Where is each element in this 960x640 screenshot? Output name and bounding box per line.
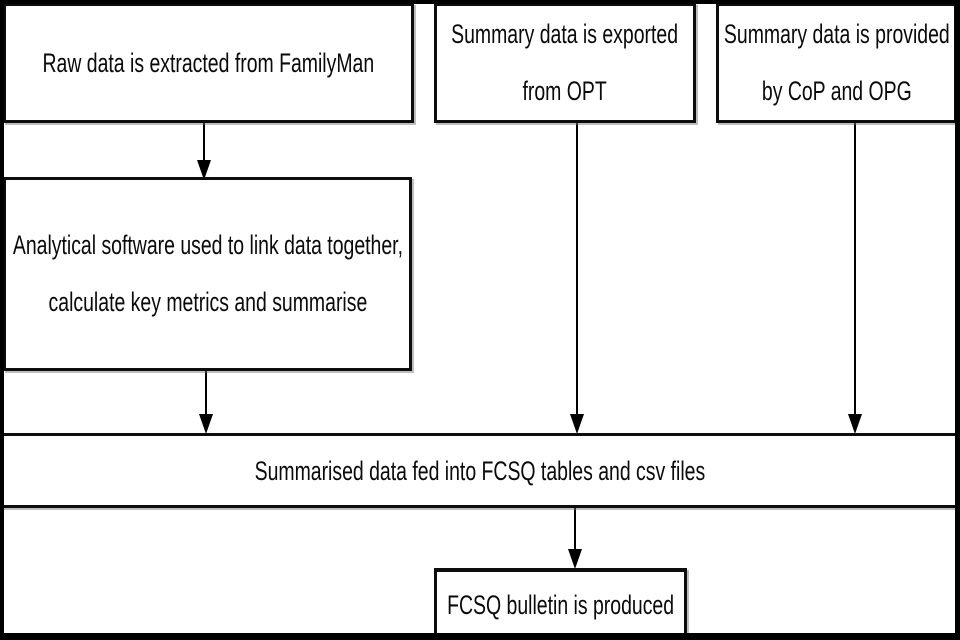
node-label-line: by CoP and OPG	[761, 76, 912, 106]
arrowhead-tables-to-bulletin	[568, 549, 582, 569]
node-label-line: calculate key metrics and summarise	[48, 287, 367, 317]
arrowhead-opt-to-tables	[570, 414, 584, 434]
node-label: Analytical software used to link data to…	[12, 217, 402, 331]
node-summary-data-opt: Summary data is exported from OPT	[434, 3, 696, 123]
node-fcsq-bulletin: FCSQ bulletin is produced	[434, 568, 687, 640]
arrow-line-analytical-to-tables	[205, 371, 207, 415]
node-label-line: from OPT	[522, 76, 608, 106]
arrowhead-cop-opg-to-tables	[848, 414, 862, 434]
arrow-line-opt-to-tables	[576, 123, 578, 415]
node-label: Raw data is extracted from FamilyMan	[43, 48, 375, 78]
node-summarised-data-fcsq-tables: Summarised data fed into FCSQ tables and…	[0, 433, 960, 508]
node-label-line: Summary data is provided	[723, 19, 950, 49]
node-raw-data-familyman: Raw data is extracted from FamilyMan	[3, 3, 414, 123]
node-summary-data-cop-opg: Summary data is provided by CoP and OPG	[716, 3, 957, 123]
node-label: Summary data is exported from OPT	[452, 6, 679, 120]
node-label-line: Summary data is exported	[451, 19, 679, 49]
node-label-line: Raw data is extracted from FamilyMan	[42, 48, 375, 78]
arrow-line-tables-to-bulletin	[574, 508, 576, 550]
node-label-line: Analytical software used to link data to…	[12, 230, 403, 260]
node-label-line: FCSQ bulletin is produced	[447, 589, 674, 620]
node-label: Summary data is provided by CoP and OPG	[724, 6, 950, 120]
arrow-line-familyman-to-analytical	[203, 123, 205, 165]
node-label-line: Summarised data fed into FCSQ tables and…	[254, 455, 706, 486]
node-label: FCSQ bulletin is produced	[447, 590, 674, 620]
arrowhead-analytical-to-tables	[199, 414, 213, 434]
node-analytical-software: Analytical software used to link data to…	[3, 177, 412, 371]
arrowhead-familyman-to-analytical	[197, 160, 211, 180]
arrow-line-cop-opg-to-tables	[854, 123, 856, 415]
node-label: Summarised data fed into FCSQ tables and…	[255, 456, 706, 486]
